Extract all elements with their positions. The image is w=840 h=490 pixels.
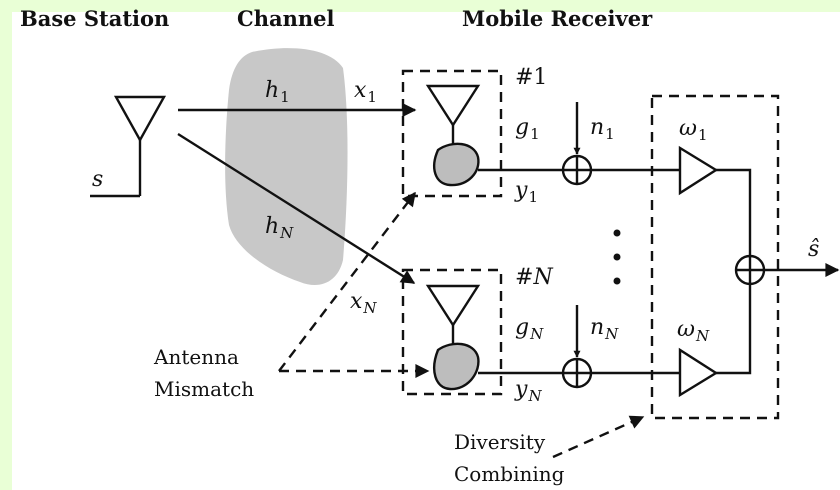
mismatch-label-line1: Antenna	[153, 345, 239, 369]
combiner-adder-icon	[734, 254, 766, 286]
label-gN: gN	[515, 315, 544, 343]
header-base-station: Base Station	[20, 6, 169, 31]
input-signal-s: s	[92, 167, 103, 192]
branch-label-1: #1	[515, 65, 547, 90]
mismatch-label-line2: Mismatch	[154, 377, 254, 401]
label-hN: hN	[265, 214, 294, 242]
label-n1: n1	[590, 115, 615, 143]
top-border-band	[0, 0, 840, 12]
label-h1: h1	[265, 78, 290, 106]
combining-arrow	[552, 415, 645, 459]
mismatch-arrow-1	[278, 191, 416, 372]
weight-n-amplifier-icon	[678, 347, 719, 398]
label-yN: yN	[514, 377, 542, 405]
left-border-band	[0, 0, 12, 490]
branch-label-n: #N	[515, 265, 553, 290]
adder-1-icon	[561, 154, 593, 186]
header-mobile-receiver: Mobile Receiver	[462, 6, 653, 31]
header-channel: Channel	[237, 6, 334, 31]
channel-path-n-arrow	[177, 132, 416, 285]
combining-label-line2: Combining	[454, 462, 565, 486]
label-x1: x1	[354, 78, 377, 106]
branch-n-box	[401, 268, 503, 396]
label-nN: nN	[590, 315, 619, 343]
label-wN: ωN	[677, 317, 710, 345]
gain-blob-n	[433, 342, 480, 391]
label-y1: y1	[514, 178, 538, 206]
weight-1-amplifier-icon	[678, 145, 719, 196]
combiner-line-bottom	[716, 284, 752, 375]
receiver-antenna-n-icon	[425, 284, 481, 346]
ellipsis-dots	[613, 229, 621, 285]
output-label: ŝ	[808, 237, 819, 262]
label-w1: ω1	[679, 116, 708, 144]
combining-box	[650, 94, 780, 420]
label-g1: g1	[515, 115, 540, 143]
combiner-line-top	[716, 168, 752, 256]
branch-1-box	[401, 69, 503, 198]
base-station-antenna-icon	[90, 95, 167, 198]
adder-n-icon	[561, 357, 593, 389]
label-xN: xN	[350, 289, 377, 317]
channel-region	[225, 48, 348, 286]
combining-label-line1: Diversity	[454, 430, 546, 454]
gain-blob-1	[433, 142, 480, 187]
receiver-antenna-1-icon	[425, 84, 481, 146]
